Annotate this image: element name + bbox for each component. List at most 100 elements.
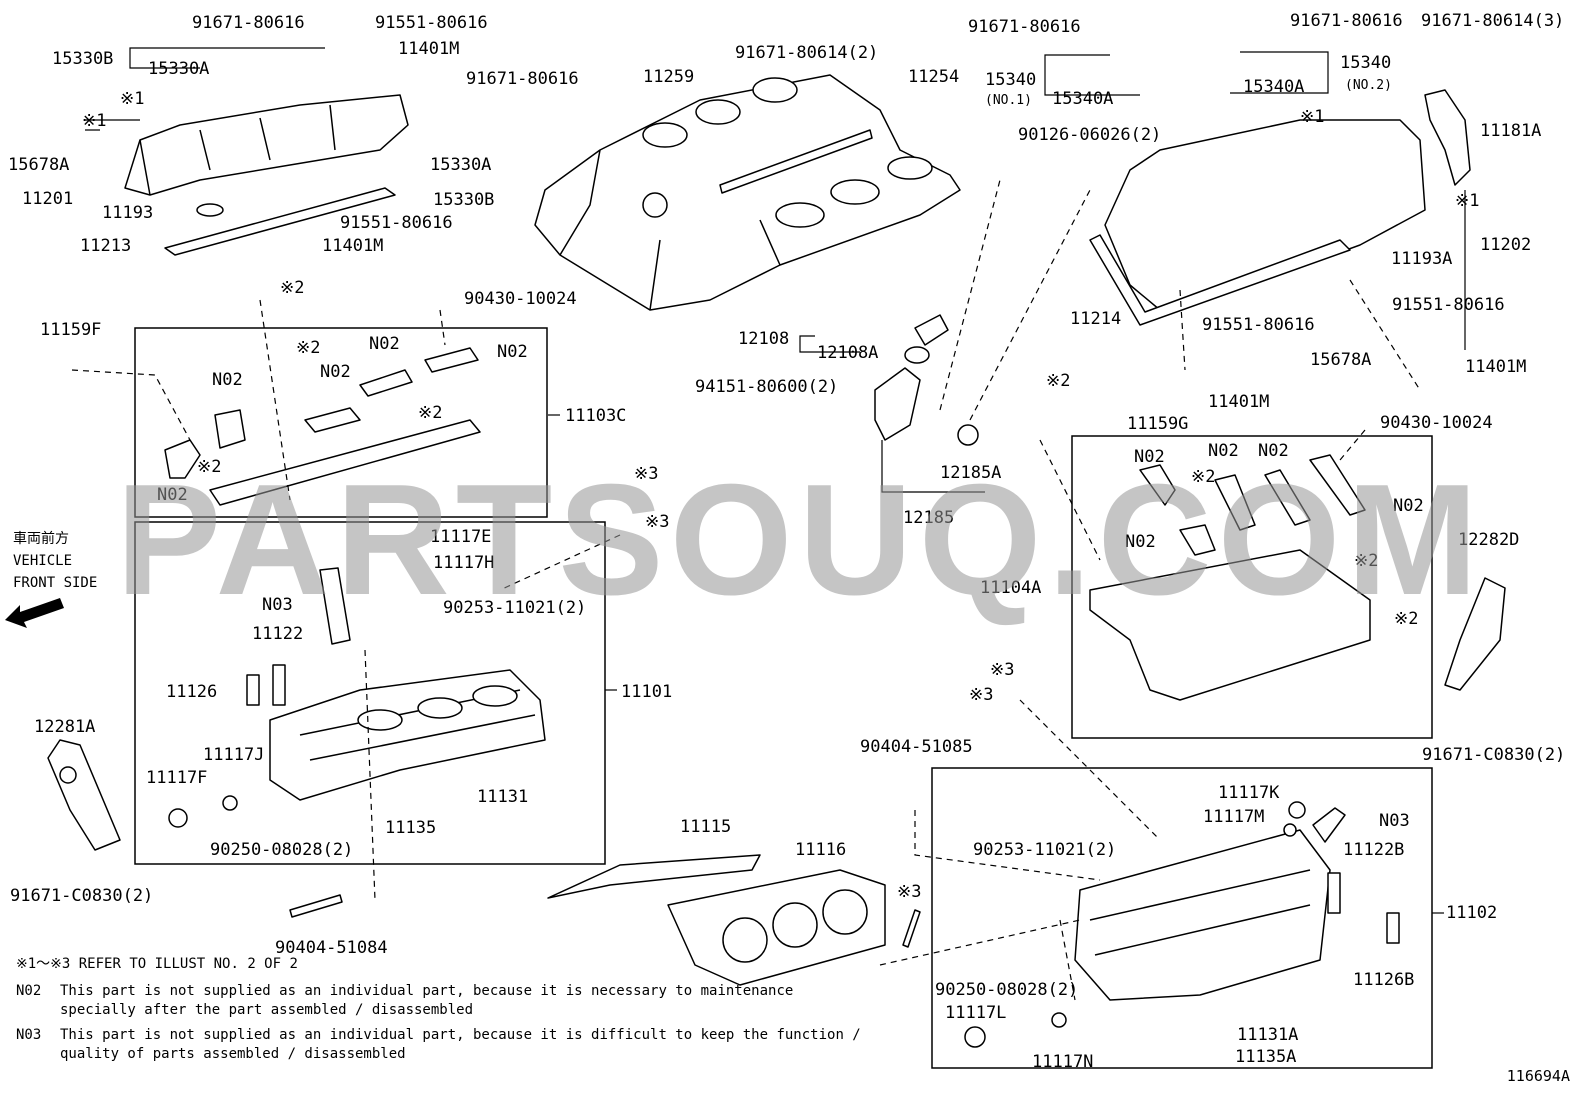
label: 11213 <box>80 236 131 256</box>
label: 90126-06026(2) <box>1018 125 1161 145</box>
notes: ※1～※3 REFER TO ILLUST NO. 2 OF 2 N02 Thi… <box>16 955 861 1064</box>
right-valve-cover <box>1104 119 1426 311</box>
label: 90404-51085 <box>860 737 973 757</box>
label: N03 <box>262 595 293 615</box>
label: 11254 <box>908 67 959 87</box>
label: 11135 <box>385 818 436 838</box>
label: 91551-80616 <box>1202 315 1315 335</box>
label: 11159F <box>40 320 101 340</box>
label: 11117F <box>146 768 207 788</box>
frame-11102 <box>931 767 1433 1069</box>
label: 90253-11021(2) <box>973 840 1116 860</box>
label: 11117H <box>433 553 494 573</box>
label: ※1 <box>1455 191 1479 211</box>
label: 11181A <box>1480 121 1541 141</box>
label: 15330B <box>433 190 494 210</box>
label: 90404-51084 <box>275 938 388 958</box>
engine-cover <box>534 74 961 311</box>
label: 11126 <box>166 682 217 702</box>
label: ※3 <box>634 464 658 484</box>
label: 11131A <box>1237 1025 1298 1045</box>
bracket-12282d <box>1444 577 1506 691</box>
label: 91671-80616 <box>192 13 305 33</box>
label: 11193A <box>1391 249 1452 269</box>
label: 12185 <box>903 508 954 528</box>
label: 90430-10024 <box>1380 413 1493 433</box>
label: 11202 <box>1480 235 1531 255</box>
label: N02 <box>1125 532 1156 552</box>
label: 15340A <box>1052 89 1113 109</box>
label: 11122 <box>252 624 303 644</box>
label: 91671-C0830(2) <box>1422 745 1565 765</box>
label: 11401M <box>1465 357 1526 377</box>
oil-filler-neck <box>874 367 921 441</box>
label: 90253-11021(2) <box>443 598 586 618</box>
label: N02 <box>1258 441 1289 461</box>
label: 91551-80616 <box>1392 295 1505 315</box>
label: ※2 <box>197 457 221 477</box>
label: 11401M <box>1208 392 1269 412</box>
label: 11159G <box>1127 414 1188 434</box>
label: 15340 <box>985 70 1036 90</box>
label: 11117K <box>1218 783 1280 803</box>
label: 11116 <box>795 840 846 860</box>
label: 91671-80614(2) <box>735 43 878 63</box>
front-side-en1: VEHICLE <box>13 553 73 569</box>
label: N02 <box>157 485 188 505</box>
gasket-11115 <box>547 854 761 899</box>
label: ※1 <box>120 89 144 109</box>
label: 11135A <box>1235 1047 1296 1067</box>
label: 11117J <box>203 745 264 765</box>
vehicle-front-side: 車両前方 VEHICLE FRONT SIDE <box>13 528 97 594</box>
diagram-code: 116694A <box>1506 1067 1570 1085</box>
cylinder-head-right <box>1074 829 1331 1001</box>
note-n03-line2: quality of parts assembled / disassemble… <box>60 1046 406 1062</box>
label: 11193 <box>102 203 153 223</box>
label: 11117N <box>1032 1052 1093 1072</box>
front-arrow <box>5 598 64 628</box>
label: 11102 <box>1446 903 1497 923</box>
label: 91671-80616 <box>466 69 579 89</box>
label: 90430-10024 <box>464 289 577 309</box>
label: 91671-80616 <box>968 17 1081 37</box>
label: 12108 <box>738 329 789 349</box>
front-side-jp: 車両前方 <box>13 531 69 547</box>
front-arrow-icon <box>5 598 64 628</box>
oil-filler-cap <box>914 314 949 346</box>
label: 91671-80616 <box>1290 11 1403 31</box>
label: ※2 <box>1354 551 1378 571</box>
label: ※3 <box>897 882 921 902</box>
label: N02 <box>1393 496 1424 516</box>
label: 11401M <box>322 236 383 256</box>
label: 12281A <box>34 717 95 737</box>
note-ref: ※1～※3 REFER TO ILLUST NO. 2 OF 2 <box>16 956 298 972</box>
label: 12108A <box>817 343 878 363</box>
label: ※2 <box>296 338 320 358</box>
label: ※2 <box>280 278 304 298</box>
leader-lines <box>85 47 1466 914</box>
label: 11103C <box>565 406 626 426</box>
label: ※1 <box>1300 107 1324 127</box>
frame-11104a <box>1071 435 1433 739</box>
label: 12282D <box>1458 530 1519 550</box>
part-drawings <box>47 74 1506 1048</box>
camshaft-housing-right <box>1089 549 1371 701</box>
label: 11401M <box>398 39 459 59</box>
label: 11117L <box>945 1003 1006 1023</box>
label: ※1 <box>82 111 106 131</box>
label: ※2 <box>1191 467 1215 487</box>
left-gasket <box>164 187 396 256</box>
label: N02 <box>1208 441 1239 461</box>
front-side-en2: FRONT SIDE <box>13 575 98 591</box>
label: 11115 <box>680 817 731 837</box>
label: N02 <box>369 334 400 354</box>
label: 11126B <box>1353 970 1414 990</box>
label: 15678A <box>1310 350 1371 370</box>
label: 91551-80616 <box>340 213 453 233</box>
note-n02-line1: This part is not supplied as an individu… <box>60 983 794 999</box>
frame-11101 <box>134 521 606 865</box>
camshaft-housing-left <box>209 419 481 506</box>
callout-labels: 91671-80616 91551-80616 15330B 15330A 11… <box>8 11 1565 1072</box>
label: N02 <box>320 362 351 382</box>
